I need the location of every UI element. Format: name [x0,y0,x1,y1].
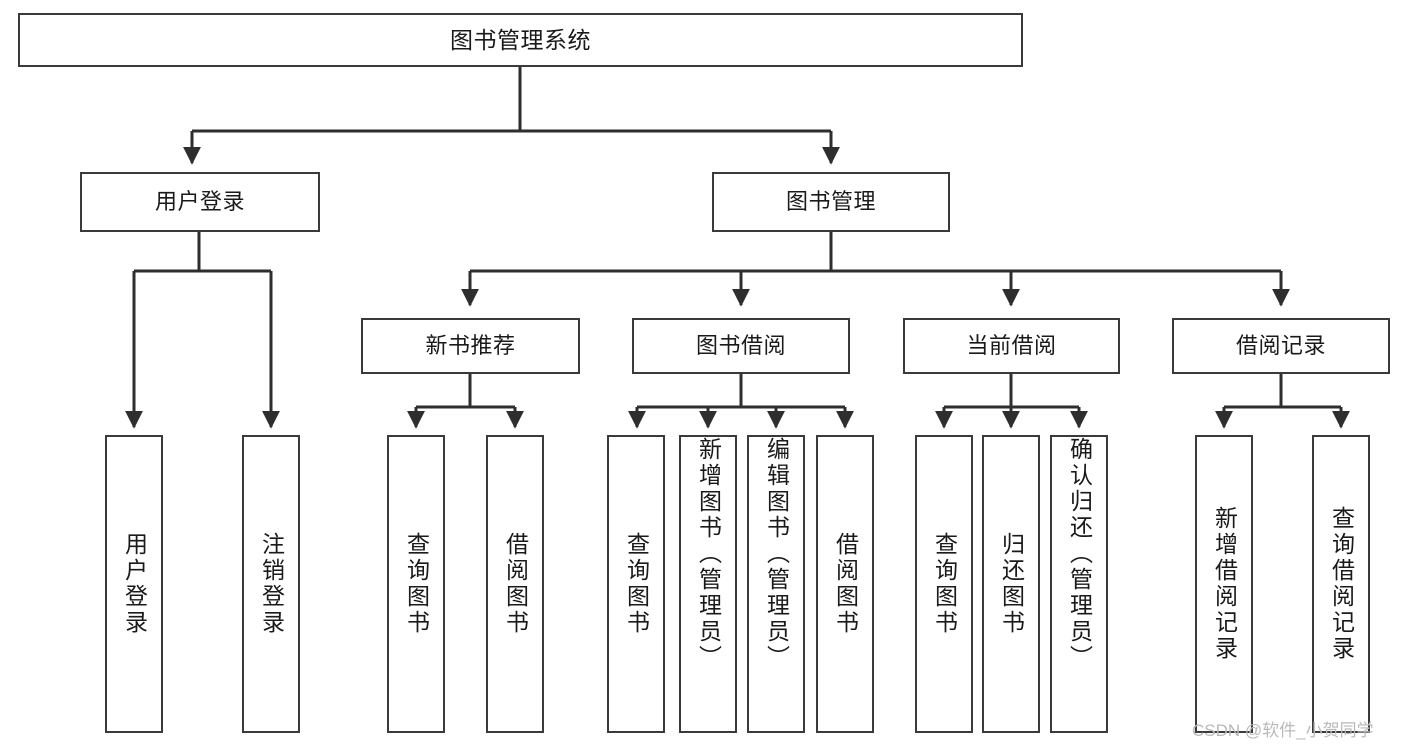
node-leaf-borrow-book-2-label: 借阅图书 [832,532,859,636]
node-leaf-query-book-3[interactable]: 查询图书 [915,435,973,733]
node-leaf-add-book-label: 新增图书（管理员） [695,437,722,671]
node-leaf-query-record[interactable]: 查询借阅记录 [1312,435,1370,733]
node-user-login[interactable]: 用户登录 [80,172,320,232]
node-leaf-user-login-label: 用户登录 [121,532,148,636]
node-leaf-query-book-2[interactable]: 查询图书 [607,435,665,733]
node-leaf-query-book-2-label: 查询图书 [623,532,650,636]
node-book-manage-label: 图书管理 [785,189,876,214]
node-book-borrow[interactable]: 图书借阅 [632,318,850,374]
node-leaf-borrow-book-1[interactable]: 借阅图书 [486,435,544,733]
node-leaf-user-logout-label: 注销登录 [258,532,285,636]
node-borrow-record-label: 借阅记录 [1235,333,1326,358]
node-leaf-return-book-label: 归还图书 [998,532,1025,636]
node-leaf-edit-book[interactable]: 编辑图书（管理员） [747,435,805,733]
node-new-book-rec[interactable]: 新书推荐 [361,318,580,374]
node-current-borrow[interactable]: 当前借阅 [903,318,1120,374]
node-leaf-borrow-book-2[interactable]: 借阅图书 [816,435,874,733]
node-leaf-borrow-book-1-label: 借阅图书 [502,532,529,636]
node-leaf-confirm-return[interactable]: 确认归还（管理员） [1050,435,1108,733]
node-leaf-confirm-return-label: 确认归还（管理员） [1066,437,1093,671]
node-leaf-query-book-1-label: 查询图书 [403,532,430,636]
node-leaf-edit-book-label: 编辑图书（管理员） [763,437,790,671]
node-book-manage[interactable]: 图书管理 [712,172,950,232]
node-new-book-rec-label: 新书推荐 [425,333,516,358]
node-root-label: 图书管理系统 [450,26,591,53]
node-leaf-add-book[interactable]: 新增图书（管理员） [679,435,737,733]
node-leaf-query-book-3-label: 查询图书 [931,532,958,636]
node-root[interactable]: 图书管理系统 [18,13,1023,67]
node-leaf-return-book[interactable]: 归还图书 [982,435,1040,733]
node-user-login-label: 用户登录 [154,189,245,214]
node-book-borrow-label: 图书借阅 [695,333,786,358]
node-borrow-record[interactable]: 借阅记录 [1172,318,1390,374]
node-leaf-add-record[interactable]: 新增借阅记录 [1195,435,1253,733]
node-leaf-user-login[interactable]: 用户登录 [105,435,163,733]
csdn-watermark: CSDN @软件_小贺同学 [1192,721,1374,740]
node-current-borrow-label: 当前借阅 [966,333,1057,358]
node-leaf-query-record-label: 查询借阅记录 [1328,506,1355,662]
node-leaf-add-record-label: 新增借阅记录 [1211,506,1238,662]
node-leaf-query-book-1[interactable]: 查询图书 [387,435,445,733]
node-leaf-user-logout[interactable]: 注销登录 [242,435,300,733]
